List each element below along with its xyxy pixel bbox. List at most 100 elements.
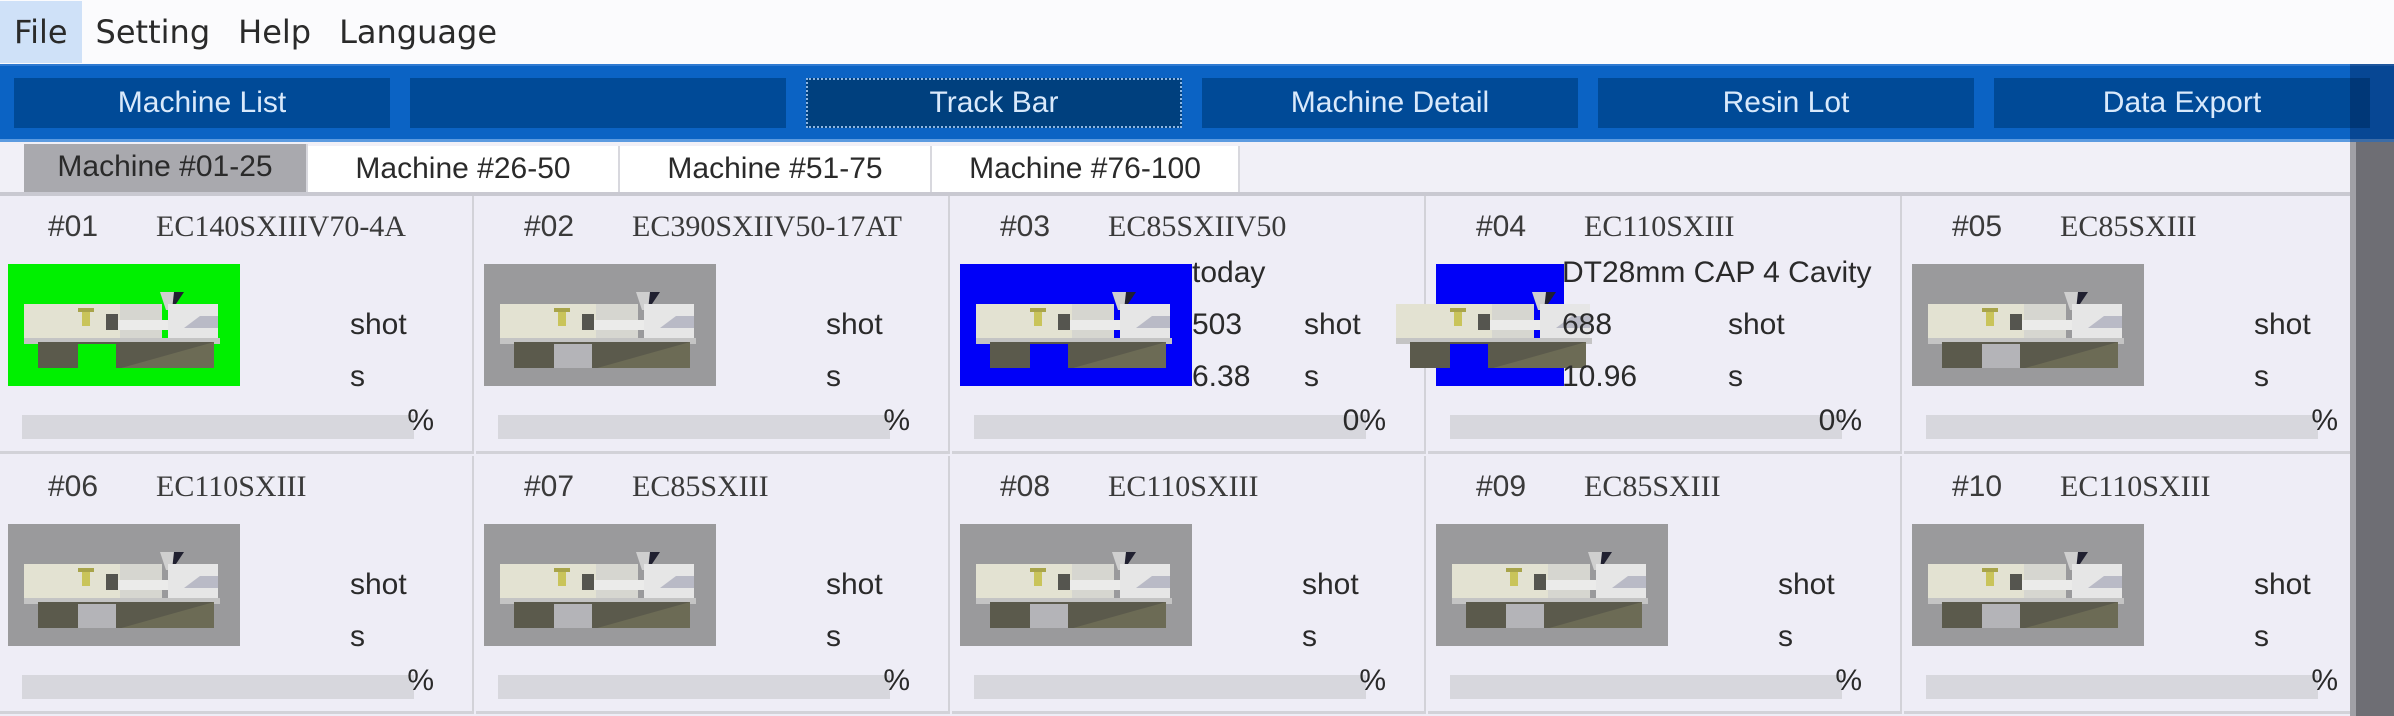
menu-file[interactable]: File <box>0 1 82 63</box>
vertical-scrollbar[interactable] <box>2350 142 2394 716</box>
machine-status-image[interactable] <box>1912 524 2144 646</box>
machine-status-image[interactable] <box>484 264 716 386</box>
progress-bar <box>498 415 890 439</box>
progress-percent: % <box>883 404 910 437</box>
machine-cell-10[interactable]: #10 EC110SXIII shot s <box>1904 456 2378 714</box>
progress-percent: % <box>1835 664 1862 697</box>
machine-status-image[interactable] <box>484 524 716 646</box>
machine-id: #04 <box>1476 210 1527 243</box>
injection-machine-icon <box>500 552 696 628</box>
menu-setting[interactable]: Setting <box>95 13 211 51</box>
progress-bar <box>1450 675 1842 699</box>
machine-id: #06 <box>48 470 99 503</box>
progress-percent: % <box>2311 664 2338 697</box>
machine-model: EC110SXIII <box>1584 210 1735 243</box>
seconds-unit-label: s <box>1304 360 1319 393</box>
seconds-unit-label: s <box>2254 620 2269 653</box>
tab-bar: Machine #01-25 Machine #26-50 Machine #5… <box>0 142 2394 196</box>
shot-unit-label: shot <box>826 568 883 601</box>
progress-percent: 0% <box>1818 404 1862 437</box>
injection-machine-icon <box>1396 292 1592 368</box>
track-bar-button[interactable]: Track Bar <box>806 78 1182 128</box>
progress-percent: % <box>883 664 910 697</box>
machine-model: EC110SXIII <box>156 470 307 503</box>
machine-status-image[interactable] <box>1436 524 1668 646</box>
progress-percent: % <box>2311 404 2338 437</box>
progress-bar <box>1450 415 1842 439</box>
shot-unit-label: shot <box>2254 308 2311 341</box>
machine-id: #01 <box>48 210 99 243</box>
machine-cell-03[interactable]: #03 EC85SXIIV50 today 503 shot <box>952 196 1426 454</box>
machine-status-image[interactable] <box>8 524 240 646</box>
shot-unit-label: shot <box>2254 568 2311 601</box>
blank-nav-button[interactable] <box>410 78 786 128</box>
machine-model: EC140SXIIIV70-4A <box>156 210 406 243</box>
machine-id: #03 <box>1000 210 1051 243</box>
machine-id: #10 <box>1952 470 2003 503</box>
tab-machine-76-100[interactable]: Machine #76-100 <box>932 146 1240 192</box>
machine-status-image[interactable] <box>1912 264 2144 386</box>
progress-bar <box>974 415 1366 439</box>
product-name: DT28mm CAP 4 Cavity <box>1562 256 1872 289</box>
injection-machine-icon <box>1452 552 1648 628</box>
machine-cell-07[interactable]: #07 EC85SXIII shot s <box>476 456 950 714</box>
menu-help[interactable]: Help <box>238 13 312 51</box>
data-export-button[interactable]: Data Export <box>1994 78 2370 128</box>
seconds-unit-label: s <box>1778 620 1793 653</box>
injection-machine-icon <box>1928 552 2124 628</box>
shot-unit-label: shot <box>1728 308 1785 341</box>
injection-machine-icon <box>500 292 696 368</box>
machine-id: #02 <box>524 210 575 243</box>
machine-id: #05 <box>1952 210 2003 243</box>
machine-id: #09 <box>1476 470 1527 503</box>
machine-cell-04[interactable]: #04 EC110SXIII DT28mm CAP 4 Cavity 688 <box>1396 196 1902 454</box>
shot-unit-label: shot <box>826 308 883 341</box>
menu-bar: File Setting Help Language <box>0 0 2394 64</box>
machine-grid: #01 EC140SXIIIV70-4A shot <box>0 196 2378 716</box>
machine-detail-button[interactable]: Machine Detail <box>1202 78 1578 128</box>
machine-status-image[interactable] <box>960 524 1192 646</box>
injection-machine-icon <box>976 292 1172 368</box>
machine-model: EC85SXIII <box>2060 210 2197 243</box>
nav-bar: Machine List Track Bar Machine Detail Re… <box>0 64 2394 142</box>
product-name: today <box>1192 256 1266 289</box>
machine-cell-01[interactable]: #01 EC140SXIIIV70-4A shot <box>0 196 474 454</box>
progress-percent: % <box>1359 664 1386 697</box>
injection-machine-icon <box>24 292 220 368</box>
progress-bar <box>1926 415 2318 439</box>
injection-machine-icon <box>1928 292 2124 368</box>
resin-lot-button[interactable]: Resin Lot <box>1598 78 1974 128</box>
nav-edge-shade <box>2350 64 2394 142</box>
progress-bar <box>498 675 890 699</box>
machine-cell-08[interactable]: #08 EC110SXIII shot s <box>952 456 1426 714</box>
machine-id: #07 <box>524 470 575 503</box>
machine-id: #08 <box>1000 470 1051 503</box>
tab-machine-51-75[interactable]: Machine #51-75 <box>620 146 932 192</box>
tab-machine-01-25[interactable]: Machine #01-25 <box>24 144 308 192</box>
machine-cell-09[interactable]: #09 EC85SXIII shot s <box>1428 456 1902 714</box>
seconds-unit-label: s <box>350 620 365 653</box>
progress-bar <box>974 675 1366 699</box>
machine-cell-02[interactable]: #02 EC390SXIIV50-17AT shot <box>476 196 950 454</box>
machine-model: EC85SXIIV50 <box>1108 210 1287 243</box>
progress-percent: % <box>407 404 434 437</box>
seconds-unit-label: s <box>350 360 365 393</box>
machine-status-image[interactable] <box>8 264 240 386</box>
machine-list-button[interactable]: Machine List <box>14 78 390 128</box>
machine-cell-06[interactable]: #06 EC110SXIII shot s <box>0 456 474 714</box>
machine-cell-05[interactable]: #05 EC85SXIII shot s <box>1904 196 2378 454</box>
machine-status-image[interactable] <box>1396 264 1592 386</box>
shot-unit-label: shot <box>1302 568 1359 601</box>
menu-language[interactable]: Language <box>339 13 497 51</box>
shot-count: 688 <box>1562 308 1613 341</box>
machine-model: EC110SXIII <box>1108 470 1259 503</box>
seconds-unit-label: s <box>1728 360 1743 393</box>
seconds-unit-label: s <box>826 360 841 393</box>
shot-unit-label: shot <box>350 308 407 341</box>
tab-machine-26-50[interactable]: Machine #26-50 <box>308 146 620 192</box>
progress-percent: 0% <box>1342 404 1386 437</box>
shot-unit-label: shot <box>350 568 407 601</box>
progress-bar <box>22 675 414 699</box>
machine-status-image[interactable] <box>960 264 1192 386</box>
machine-model: EC85SXIII <box>632 470 769 503</box>
